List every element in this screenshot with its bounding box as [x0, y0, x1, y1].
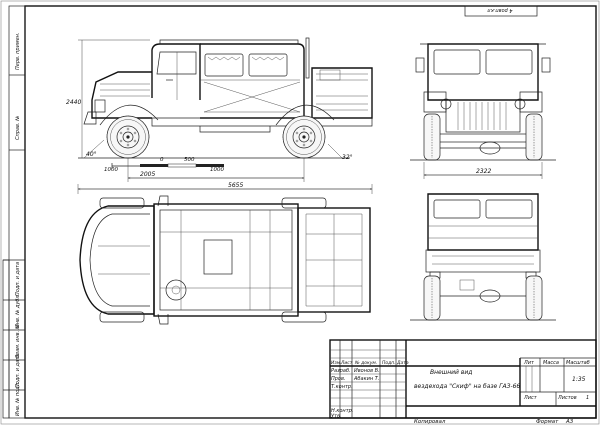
stamp-first-use: Перв. примен. [15, 32, 21, 70]
side-rear-wheel [282, 115, 326, 159]
header-doc-no: № докум. [354, 360, 377, 366]
top-stamp-text: 4 ровп.кл [487, 7, 513, 13]
stamp-sign-date-top: Подп. и дата [15, 262, 21, 296]
role-checker: Пров. [331, 376, 346, 382]
sheets-label: Листов [557, 395, 577, 401]
length-dim: 5655 [228, 182, 243, 189]
rear-view [410, 193, 556, 321]
role-approved: Утв. [331, 414, 342, 420]
drawing-title-line1: Внешний вид [430, 369, 472, 376]
scale-label-0: 0 [160, 157, 164, 163]
developer-name: Ивонов В. [354, 368, 380, 374]
width-dimension: 2322 [424, 162, 542, 179]
header-change: Изм. [331, 360, 342, 366]
scale-bar: 1000 0 500 1000 [104, 157, 224, 173]
header-date: Дата [396, 360, 409, 366]
side-view [78, 37, 373, 159]
stamp-replace-inv: Взам. инв. № [15, 324, 21, 358]
side-front-wheel [106, 115, 150, 159]
departure-angle: 32° [342, 154, 353, 161]
drawing-title-line2: вездехода "Скиф" на базе ГАЗ-66 [414, 383, 520, 390]
sheets-value: 1 [586, 395, 589, 401]
stamp-duplicate-inv: Инв. № дубл. [15, 294, 21, 328]
role-tech-control: Т.контр. [331, 384, 353, 390]
role-developer: Разраб. [331, 368, 351, 374]
approach-angle: 40° [86, 151, 97, 158]
side-view-dimensions: 2440 40° 32° 1000 0 500 1000 2005 5655 [66, 39, 372, 194]
wheelbase-dim: 2005 [140, 171, 155, 178]
top-view [79, 195, 371, 325]
format-label: Формат [536, 419, 559, 425]
top-stamp: 4 ровп.кл [464, 5, 538, 17]
scale-value: 1:35 [572, 376, 586, 383]
scale-label-500: 500 [184, 157, 195, 163]
mass-label: Масса [543, 360, 559, 366]
scale-label-1000-right: 1000 [210, 167, 224, 173]
stamp-original-inv: Инв. № подл. [15, 382, 21, 417]
scale-label-1000-left: 1000 [104, 167, 118, 173]
role-norm-control: Н.контр. [331, 408, 353, 414]
title-block: Изм. Лист № докум. Подп. Дата Разраб. Пр… [329, 339, 597, 420]
header-sign: Подп. [382, 360, 396, 366]
lit-label: Лит [523, 360, 535, 366]
format-value: А3 [565, 419, 574, 425]
header-sheet: Лист [340, 360, 353, 366]
sheet-label: Лист [523, 395, 538, 401]
checker-name: Абакин Т. [353, 376, 379, 382]
front-view [410, 43, 556, 161]
copied-label: Копировал [414, 419, 446, 425]
sheet-footer: Копировал Формат А3 [414, 419, 574, 425]
stamp-reference-no: Справ. № [15, 116, 21, 140]
width-dim: 2322 [476, 168, 491, 175]
left-margin-stamps: Перв. примен. Справ. № Подп. и дата Инв.… [2, 5, 26, 419]
scale-label: Масштаб [566, 360, 590, 366]
height-dim: 2440 [66, 99, 81, 106]
stamp-sign-date-bottom: Подп. и дата [15, 354, 21, 388]
